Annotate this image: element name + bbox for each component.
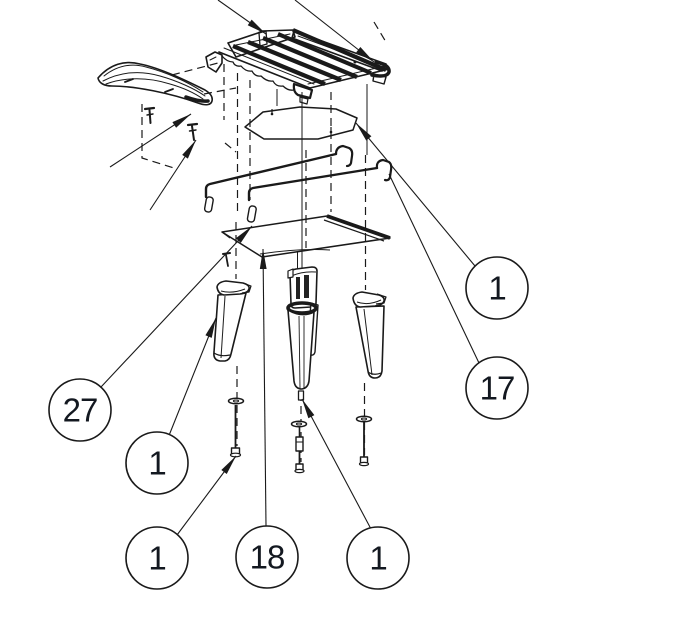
callout-27-label: 27 [63, 392, 98, 429]
bolts [229, 405, 370, 474]
washer-center [290, 420, 308, 428]
washers [227, 397, 373, 428]
tray-slats [232, 28, 387, 86]
side-rail-panel [97, 61, 213, 106]
washer-left [227, 397, 245, 405]
callout-17-leader [388, 173, 480, 364]
leader-lines-layer [100, 0, 480, 536]
callout-27-leader [100, 225, 253, 388]
callout-1-center-bolt-label: 1 [369, 540, 386, 577]
leader-top-right [294, 0, 375, 63]
callout-1-pad-label: 1 [488, 270, 505, 307]
callout-18-label: 18 [250, 539, 285, 576]
pad-sheet [244, 106, 358, 140]
callout-1-center-bolt-leader [301, 398, 372, 530]
bolt-left [229, 405, 242, 458]
callout-1-left-leg-leader [167, 317, 217, 439]
leader-top-left [217, 0, 267, 35]
callout-18-leader [259, 248, 267, 527]
callout-18: 18 [235, 525, 299, 589]
callout-1-left-bolt-label: 1 [148, 540, 165, 577]
alignment-centerlines [141, 21, 387, 462]
seat-pan [221, 214, 391, 258]
callout-1-left-leg: 1 [125, 431, 189, 495]
slatted-top-tray [205, 28, 391, 105]
pan-screw [222, 252, 231, 267]
callout-balloons-layer: 27 1 1 18 1 1 17 [48, 256, 529, 590]
callout-1-pad: 1 [465, 256, 529, 320]
washer-right [355, 415, 373, 423]
wire-rod-upper [203, 144, 354, 213]
panel-screw-arrow-1 [109, 113, 192, 168]
bolt-right [358, 422, 370, 467]
panel-screw-arrow-2 [149, 139, 197, 211]
callout-1-center-bolt: 1 [346, 526, 410, 590]
bolt-center [294, 427, 305, 474]
callout-1-pad-leader [355, 122, 476, 267]
callout-17: 17 [465, 356, 529, 420]
callout-17-label: 17 [480, 370, 515, 407]
center-leg [286, 266, 319, 401]
callout-27: 27 [48, 378, 112, 442]
callout-1-left-bolt: 1 [125, 526, 189, 590]
callout-1-left-leg-label: 1 [148, 445, 165, 482]
left-leg [213, 280, 252, 362]
right-leg [352, 291, 387, 379]
panel-screws [143, 106, 199, 141]
callout-1-left-bolt-leader [176, 455, 237, 536]
